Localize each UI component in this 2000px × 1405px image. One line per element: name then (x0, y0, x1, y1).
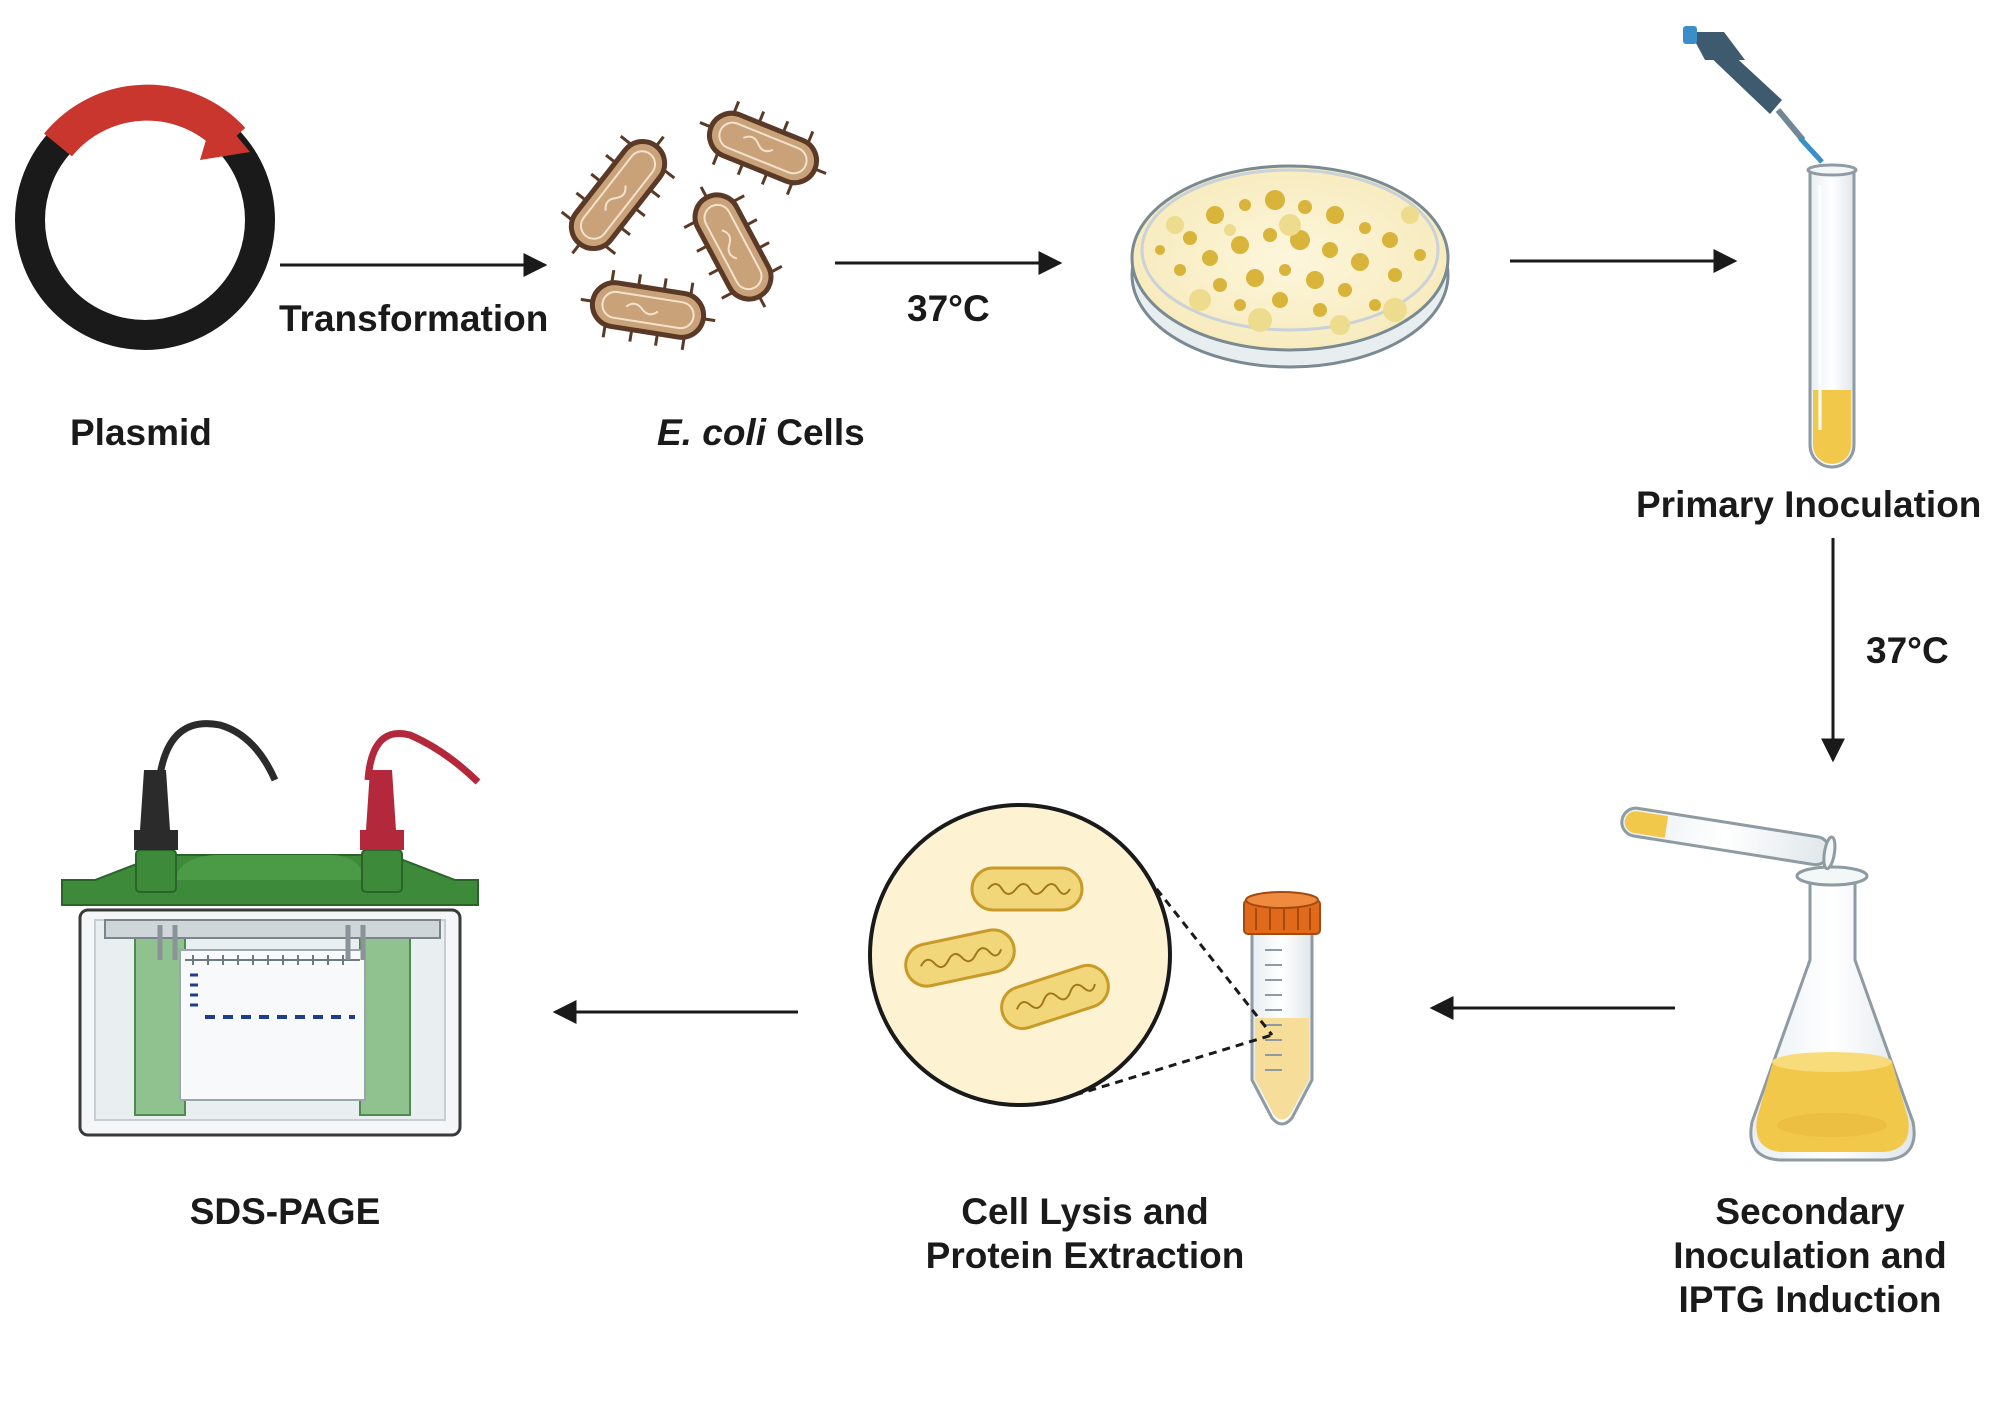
bacterium-icon (699, 100, 827, 196)
secondary-inoculation-label: Secondary Inoculation and IPTG Induction (1605, 1190, 2000, 1322)
secondary-line-1: Secondary (1715, 1191, 1905, 1232)
ecoli-rest-text: Cells (765, 412, 865, 453)
bacterium-icon (560, 135, 676, 255)
bacterium-icon (580, 269, 716, 351)
culture-flask-icon (1620, 806, 1916, 1162)
zoom-callout (1074, 877, 1274, 1097)
lysis-line-1: Cell Lysis and (961, 1191, 1209, 1232)
cell-icon (904, 928, 1016, 988)
centrifuge-tube-icon (1243, 891, 1321, 1126)
secondary-line-2: Inoculation and (1673, 1235, 1947, 1276)
petri-dish-icon (1130, 164, 1450, 369)
plasmid-icon (15, 84, 275, 350)
bacterium-icon (683, 186, 783, 308)
sds-page-apparatus-icon (61, 720, 481, 1137)
lysed-cells-magnified-icon (868, 803, 1172, 1107)
secondary-line-3: IPTG Induction (1678, 1279, 1942, 1320)
black-lead-icon (156, 720, 279, 782)
cell-lysis-label: Cell Lysis and Protein Extraction (880, 1190, 1290, 1278)
sds-page-label: SDS-PAGE (189, 1191, 381, 1232)
ecoli-cells-label: E. coli Cells (657, 411, 865, 455)
transformation-label: Transformation (279, 298, 549, 339)
cell-icon (970, 866, 1084, 912)
pouring-tube-icon (1620, 806, 1837, 871)
lysis-line-2: Protein Extraction (925, 1235, 1245, 1276)
ecoli-cells-icon (560, 100, 827, 351)
temperature-label-1: 37°C (907, 288, 990, 329)
ecoli-italic-text: E. coli (657, 412, 766, 453)
pipette-icon (1683, 26, 1824, 164)
plasmid-label: Plasmid (70, 412, 212, 453)
temperature-label-2: 37°C (1866, 630, 1949, 671)
red-lead-icon (364, 730, 481, 785)
cell-icon (1000, 963, 1110, 1031)
test-tube-icon (1806, 163, 1858, 469)
primary-inoculation-label: Primary Inoculation (1636, 484, 1982, 525)
